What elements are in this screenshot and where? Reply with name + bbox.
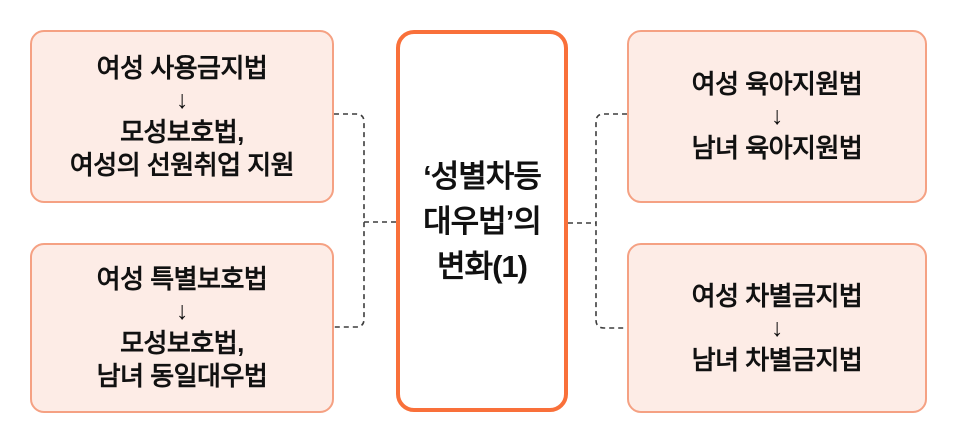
connector-left-bracket bbox=[334, 113, 365, 328]
law-name-after: 남녀 육아지원법 bbox=[691, 133, 863, 163]
box-top-right: 여성 육아지원법 ↓ 남녀 육아지원법 bbox=[627, 30, 927, 203]
box-top-left: 여성 사용금지법 ↓ 모성보호법, 여성의 선원취업 지원 bbox=[30, 30, 334, 203]
law-name-after: 남녀 차별금지법 bbox=[691, 344, 863, 375]
law-name-before: 여성 차별금지법 bbox=[691, 280, 863, 311]
down-arrow-icon: ↓ bbox=[771, 313, 784, 342]
law-name-after: 모성보호법, bbox=[120, 328, 244, 358]
title-line-3: 변화(1) bbox=[437, 248, 528, 284]
title-line-2: 대우법’의 bbox=[423, 203, 542, 239]
law-name-after: 모성보호법, bbox=[120, 116, 244, 147]
box-bottom-left: 여성 특별보호법 ↓ 모성보호법, 남녀 동일대우법 bbox=[30, 243, 334, 413]
connector-right-bracket bbox=[595, 113, 627, 329]
center-title-box: ‘성별차등 대우법’의 변화(1) bbox=[396, 30, 568, 412]
down-arrow-icon: ↓ bbox=[176, 297, 189, 325]
down-arrow-icon: ↓ bbox=[771, 102, 784, 130]
box-bottom-right: 여성 차별금지법 ↓ 남녀 차별금지법 bbox=[627, 243, 927, 413]
title-line-1: ‘성별차등 bbox=[423, 158, 542, 194]
law-name-before: 여성 육아지원법 bbox=[691, 69, 863, 99]
law-name-before: 여성 특별보호법 bbox=[96, 264, 268, 294]
law-name-after-2: 남녀 동일대우법 bbox=[96, 361, 268, 391]
law-name-after-2: 여성의 선원취업 지원 bbox=[69, 149, 295, 180]
down-arrow-icon: ↓ bbox=[176, 85, 189, 114]
law-name-before: 여성 사용금지법 bbox=[96, 52, 268, 83]
